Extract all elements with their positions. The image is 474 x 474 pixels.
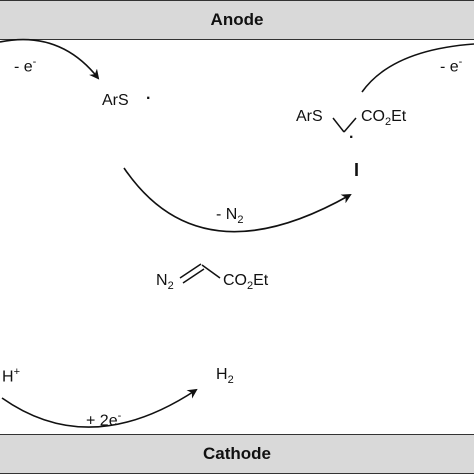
diazo-double-bond-2: [182, 268, 205, 284]
cathode-electron-label: + 2e-: [86, 410, 122, 430]
hydrogen: H2: [216, 366, 234, 387]
proton: H+: [2, 366, 20, 386]
radical-i-label: I: [354, 160, 360, 180]
anode-label: Anode: [210, 10, 264, 29]
radical-i-ars: ArS: [296, 108, 323, 125]
radical-i-ester: CO2Et: [361, 108, 407, 129]
anode-left-arrow: [0, 38, 100, 80]
anode-bar: Anode: [0, 0, 474, 40]
cathode-label: Cathode: [203, 444, 271, 463]
diazo-double-bond-1: [179, 263, 202, 279]
diazo-ester: CO2Et: [223, 272, 269, 293]
bond-ars-c: [332, 117, 345, 133]
anode-right-electron-label: - e-: [440, 56, 463, 76]
cathode-bar: Cathode: [0, 434, 474, 474]
bond-c-co2et: [343, 117, 357, 133]
diazo-n2: N2: [156, 272, 174, 293]
n2-loss-label: - N2: [216, 206, 244, 227]
cathode-arrow: [1, 388, 198, 428]
thiyl-radical: ArS: [102, 92, 129, 109]
diazo-single-bond: [201, 264, 221, 279]
thiyl-radical-dot: ·: [146, 90, 152, 107]
anode-right-arrow: [361, 43, 474, 93]
n2-loss-arrow: [123, 167, 352, 233]
radical-i-dot: ·: [349, 129, 355, 146]
anode-left-electron-label: - e-: [14, 56, 37, 76]
